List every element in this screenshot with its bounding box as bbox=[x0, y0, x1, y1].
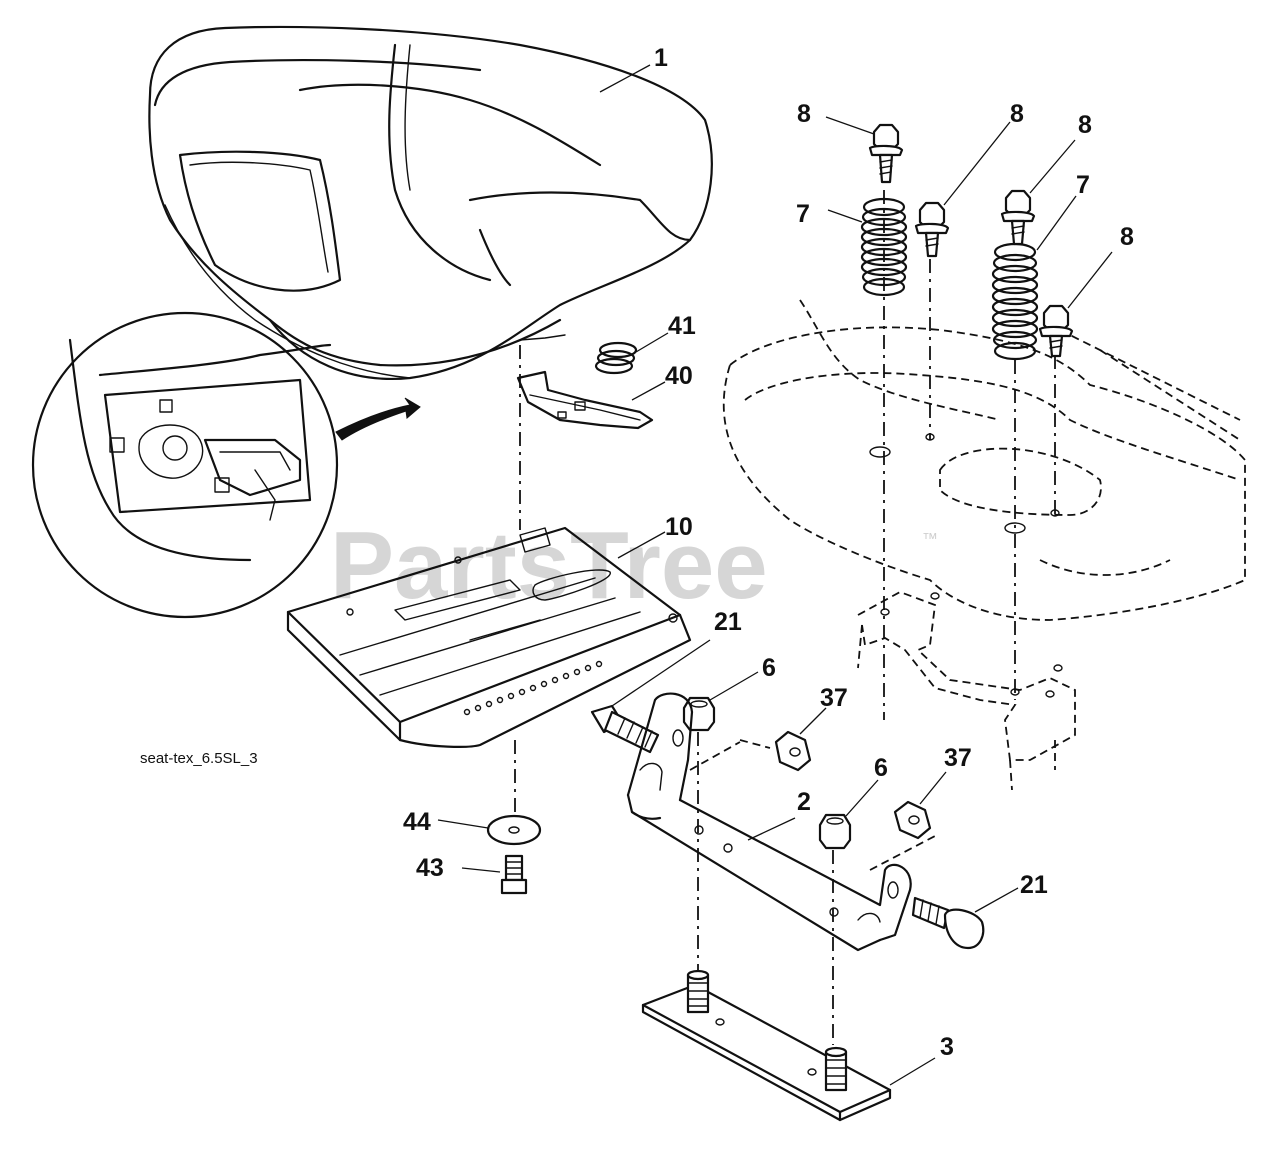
callout-43: 43 bbox=[416, 854, 444, 882]
nut-lower bbox=[818, 813, 852, 850]
spring-right bbox=[991, 242, 1039, 361]
callout-6-lower: 6 bbox=[874, 754, 888, 782]
callout-8-c: 8 bbox=[1078, 111, 1092, 139]
screw bbox=[500, 854, 528, 895]
callout-7-right: 7 bbox=[1076, 171, 1090, 199]
callout-37-lower: 37 bbox=[944, 744, 972, 772]
callout-6-upper: 6 bbox=[762, 654, 776, 682]
callout-2: 2 bbox=[797, 788, 811, 816]
slot-holes bbox=[463, 660, 603, 716]
bolt-right bbox=[911, 896, 985, 950]
diagram-caption: seat-tex_6.5SL_3 bbox=[140, 750, 258, 767]
bolt-8-c bbox=[1000, 189, 1036, 246]
callout-7-left: 7 bbox=[796, 200, 810, 228]
callout-37-upper: 37 bbox=[820, 684, 848, 712]
callout-21-left: 21 bbox=[714, 608, 742, 636]
washer bbox=[486, 814, 542, 846]
bracket bbox=[626, 692, 912, 952]
detail-inset bbox=[31, 311, 421, 619]
callout-10: 10 bbox=[665, 513, 693, 541]
small-spring bbox=[594, 341, 638, 375]
base-plate bbox=[641, 969, 892, 1122]
callout-44: 44 bbox=[403, 808, 431, 836]
callout-41: 41 bbox=[668, 312, 696, 340]
pan-hanger bbox=[857, 591, 1076, 791]
seat-pan-frame bbox=[722, 299, 1246, 621]
bolt-8-b bbox=[914, 201, 950, 258]
bolt-8-a bbox=[868, 123, 904, 184]
locknut-upper bbox=[774, 730, 812, 772]
callout-1: 1 bbox=[654, 44, 668, 72]
bolt-8-d bbox=[1038, 304, 1074, 358]
callout-8-b: 8 bbox=[1010, 100, 1024, 128]
locknut-lower bbox=[893, 800, 932, 840]
callout-8-a: 8 bbox=[797, 100, 811, 128]
callout-21-right: 21 bbox=[1020, 871, 1048, 899]
callout-40: 40 bbox=[665, 362, 693, 390]
watermark-trademark: ™ bbox=[922, 531, 938, 548]
bolt-left bbox=[590, 704, 660, 754]
callout-8-d: 8 bbox=[1120, 223, 1134, 251]
seat-drawing bbox=[148, 25, 713, 380]
watermark: PartsTree bbox=[330, 512, 768, 619]
clip bbox=[516, 370, 654, 430]
callout-3: 3 bbox=[940, 1033, 954, 1061]
seat-plate bbox=[286, 526, 692, 748]
spring-left bbox=[860, 197, 908, 297]
